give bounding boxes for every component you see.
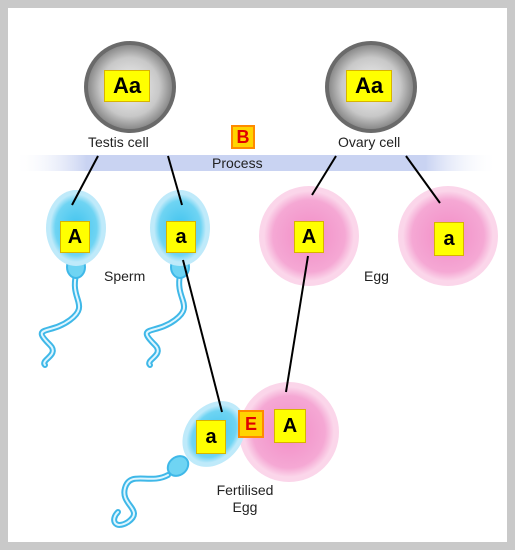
testis-genotype: Aa	[104, 70, 150, 102]
egg-allele-1: A	[294, 221, 324, 253]
ovary-cell-label: Ovary cell	[338, 134, 400, 150]
sperm-cell-A	[42, 190, 106, 365]
fertilisation-tag: E	[238, 410, 264, 438]
fertilised-egg-allele: A	[274, 409, 306, 443]
process-label: Process	[212, 155, 263, 171]
ovary-genotype: Aa	[346, 70, 392, 102]
testis-cell-label: Testis cell	[88, 134, 149, 150]
connector-lines	[72, 156, 440, 412]
sperm-cell-a	[147, 190, 210, 365]
egg-allele-2: a	[434, 222, 464, 256]
process-tag: B	[231, 125, 255, 149]
egg-label: Egg	[364, 268, 389, 284]
fertilised-label-line1: Fertilised	[210, 482, 280, 498]
sperm-allele-1: A	[60, 221, 90, 253]
sperm-label: Sperm	[104, 268, 145, 284]
fertilised-label-line2: Egg	[210, 499, 280, 515]
fertilised-sperm-allele: a	[196, 420, 226, 454]
sperm-allele-2: a	[166, 221, 196, 253]
